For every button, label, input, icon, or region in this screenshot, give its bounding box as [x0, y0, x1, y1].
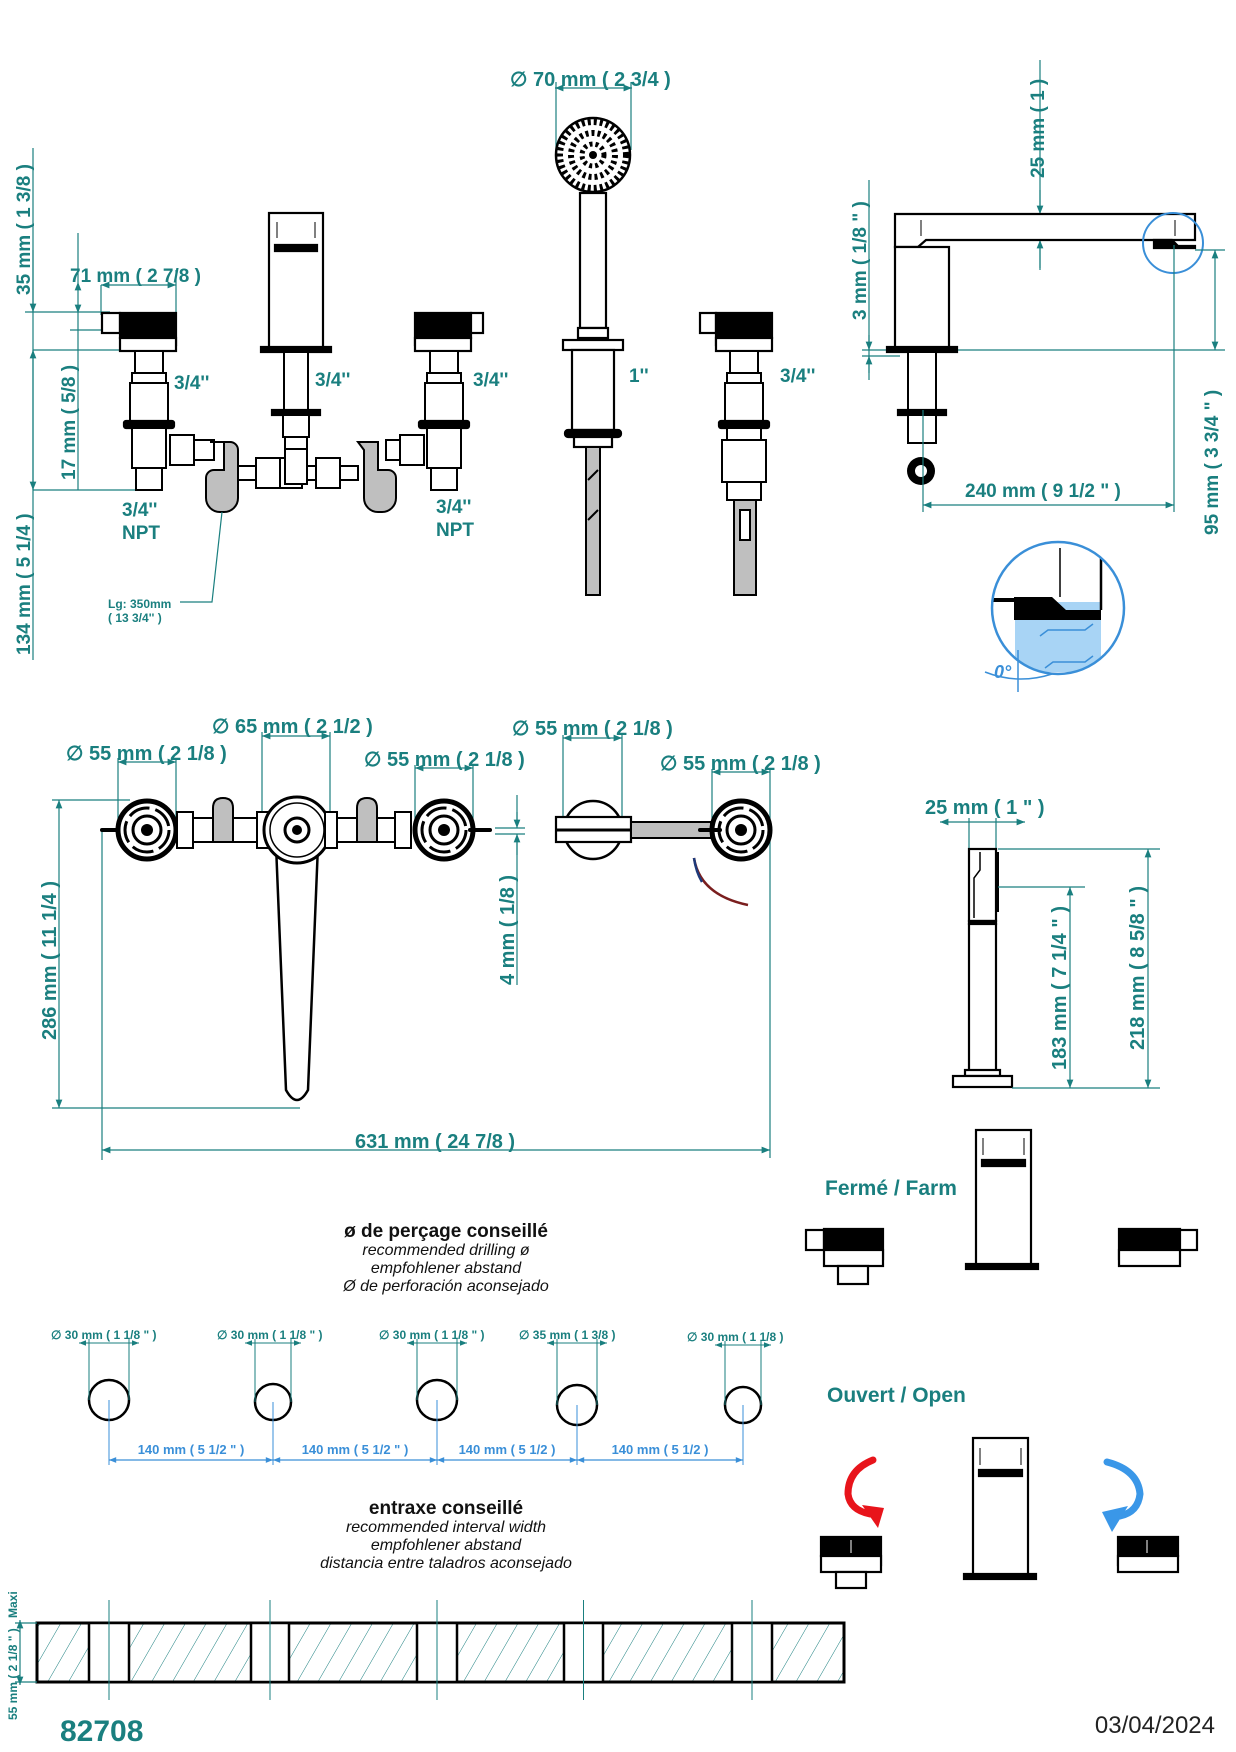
- handshower-front: ∅ 70 mm ( 2 3/4 ): [510, 69, 671, 596]
- product-reference: 82708: [60, 1715, 143, 1748]
- hose-length-in: ( 13 3/4'' ): [108, 611, 162, 625]
- deck-section: 55 mm ( 2 1/8 " ) Maxi: [6, 1591, 846, 1720]
- left-handle-valve: [100, 311, 178, 491]
- dim-total-height: 218 mm ( 8 5/8 " ): [1127, 886, 1149, 1050]
- drill-hole: ∅ 35 mm ( 1 3/8 ): [519, 1328, 616, 1465]
- interval-notes: entraxe conseillé recommended interval w…: [320, 1498, 572, 1572]
- thread-label: 3/4'': [315, 370, 350, 391]
- drill-hole-diameter: ∅ 35 mm ( 1 3/8 ): [519, 1328, 616, 1342]
- thread-label: 3/4'': [473, 370, 508, 391]
- dim-spout-thickness: 25 mm ( 1 ): [1028, 79, 1049, 178]
- npt-size: 3/4'': [122, 500, 157, 521]
- spout-front: [259, 211, 333, 485]
- detail-angle: 0°: [994, 662, 1012, 682]
- shower-top: [554, 798, 773, 907]
- hole-spacing: 140 mm ( 5 1/2 " ): [138, 1442, 245, 1457]
- drilling-title: ø de perçage conseillé: [344, 1221, 548, 1242]
- npt-size: 3/4'': [436, 497, 471, 518]
- dim-handle-width: 71 mm ( 2 7/8 ): [70, 266, 201, 287]
- drill-hole: ∅ 30 mm ( 1 1/8 ): [687, 1330, 784, 1465]
- right-handle-valve: [413, 311, 485, 491]
- dim-shower-base-diameter: ∅ 55 mm ( 2 1/8 ): [512, 718, 673, 740]
- top-view: ∅ 55 mm ( 2 1/8 ) ∅ 65 mm ( 2 1/2 ) ∅ 55…: [39, 716, 821, 1160]
- npt-type: NPT: [436, 520, 474, 541]
- dim-lever-offset: 4 mm ( 1/8 ): [497, 875, 519, 985]
- closed-label: Fermé / Farm: [825, 1177, 957, 1200]
- thread-label: 3/4'': [780, 366, 815, 387]
- dim-spout-diameter: ∅ 65 mm ( 2 1/2 ): [212, 716, 373, 738]
- right-knob-top: [412, 798, 492, 862]
- drilling-subtitle: Ø de perforación aconsejado: [342, 1278, 549, 1295]
- dim-max-thickness: 55 mm ( 2 1/8 " ): [6, 1628, 20, 1720]
- drilling-subtitle: recommended drilling ø: [362, 1242, 529, 1259]
- drill-hole: ∅ 30 mm ( 1 1/8 " ): [217, 1328, 323, 1465]
- max-label: Maxi: [6, 1591, 20, 1618]
- npt-type: NPT: [122, 523, 160, 544]
- dim-right-handle-diameter: ∅ 55 mm ( 2 1/8 ): [364, 749, 525, 771]
- dim-reach: 240 mm ( 9 1/2 " ): [965, 481, 1121, 502]
- drilling-holes: ∅ 30 mm ( 1 1/8 " ) ∅ 30 mm ( 1 1/8 " ) ∅ …: [51, 1328, 784, 1465]
- dim-holder-height: 183 mm ( 7 1/4 " ): [1049, 906, 1071, 1070]
- dim-base-plate: 3 mm ( 1/8 " ): [850, 201, 871, 320]
- left-knob-top: [100, 798, 179, 862]
- dim-shower-handle-diameter: ∅ 55 mm ( 2 1/8 ): [660, 753, 821, 775]
- document-date: 03/04/2024: [1095, 1712, 1215, 1739]
- dim-handshower-width: 25 mm ( 1 " ): [925, 797, 1045, 819]
- drill-hole-diameter: ∅ 30 mm ( 1 1/8 " ): [379, 1328, 485, 1342]
- thread-label: 3/4'': [174, 373, 209, 394]
- dim-depth: 286 mm ( 11 1/4 ): [39, 881, 61, 1040]
- hot-rotation-arrow-icon: [844, 1456, 877, 1518]
- dim-deck-thickness: 17 mm ( 5/8 ): [59, 365, 80, 480]
- drill-hole: ∅ 30 mm ( 1 1/8 " ): [51, 1328, 157, 1465]
- interval-subtitle: recommended interval width: [346, 1519, 546, 1536]
- drill-hole: ∅ 30 mm ( 1 1/8 " ): [379, 1328, 485, 1465]
- operation-closed: Fermé / Farm: [804, 1128, 1199, 1286]
- hose-length: Lg: 350mm: [108, 597, 171, 611]
- drill-hole-diameter: ∅ 30 mm ( 1 1/8 ): [687, 1330, 784, 1344]
- dim-handshower-diameter: ∅ 70 mm ( 2 3/4 ): [510, 69, 671, 91]
- dim-overall-width: 631 mm ( 24 7/8 ): [355, 1131, 515, 1153]
- hole-spacing: 140 mm ( 5 1/2 ): [459, 1442, 556, 1457]
- outlet-detail: [992, 542, 1124, 674]
- cold-rotation-arrow-icon: [1103, 1458, 1144, 1520]
- interval-subtitle: empfohlener abstand: [371, 1537, 522, 1554]
- dim-handle-height: 35 mm ( 1 3/8 ): [14, 164, 35, 295]
- interval-subtitle: distancia entre taladros aconsejado: [320, 1555, 572, 1572]
- spout-top: [262, 795, 332, 1102]
- dim-left-handle-diameter: ∅ 55 mm ( 2 1/8 ): [66, 743, 227, 765]
- dim-spout-height: 95 mm ( 3 3/4 " ): [1202, 390, 1223, 535]
- drill-hole-diameter: ∅ 30 mm ( 1 1/8 " ): [51, 1328, 157, 1342]
- interval-title: entraxe conseillé: [369, 1498, 523, 1519]
- drilling-notes: ø de perçage conseillé recommended drill…: [342, 1221, 549, 1295]
- drill-hole-diameter: ∅ 30 mm ( 1 1/8 " ): [217, 1328, 323, 1342]
- thread-label: 1'': [629, 366, 649, 387]
- front-view: 35 mm ( 1 3/8 ) 17 mm ( 5/8 ) 134 mm ( 5…: [14, 69, 815, 660]
- side-view: 25 mm ( 1 ) 3 mm ( 1/8 " ) 240 mm ( 9 1/…: [850, 60, 1225, 692]
- shower-diverter-valve: [698, 311, 774, 596]
- drilling-subtitle: empfohlener abstand: [371, 1260, 522, 1277]
- operation-open: Ouvert / Open: [819, 1384, 1180, 1590]
- open-label: Ouvert / Open: [827, 1384, 966, 1407]
- hole-spacing: 140 mm ( 5 1/2 " ): [302, 1442, 409, 1457]
- dim-below-deck: 134 mm ( 5 1/4 ): [14, 513, 35, 655]
- handshower-side-view: 25 mm ( 1 " ) 183 mm ( 7 1/4 " ) 218 mm …: [925, 797, 1160, 1089]
- hole-spacing: 140 mm ( 5 1/2 ): [612, 1442, 709, 1457]
